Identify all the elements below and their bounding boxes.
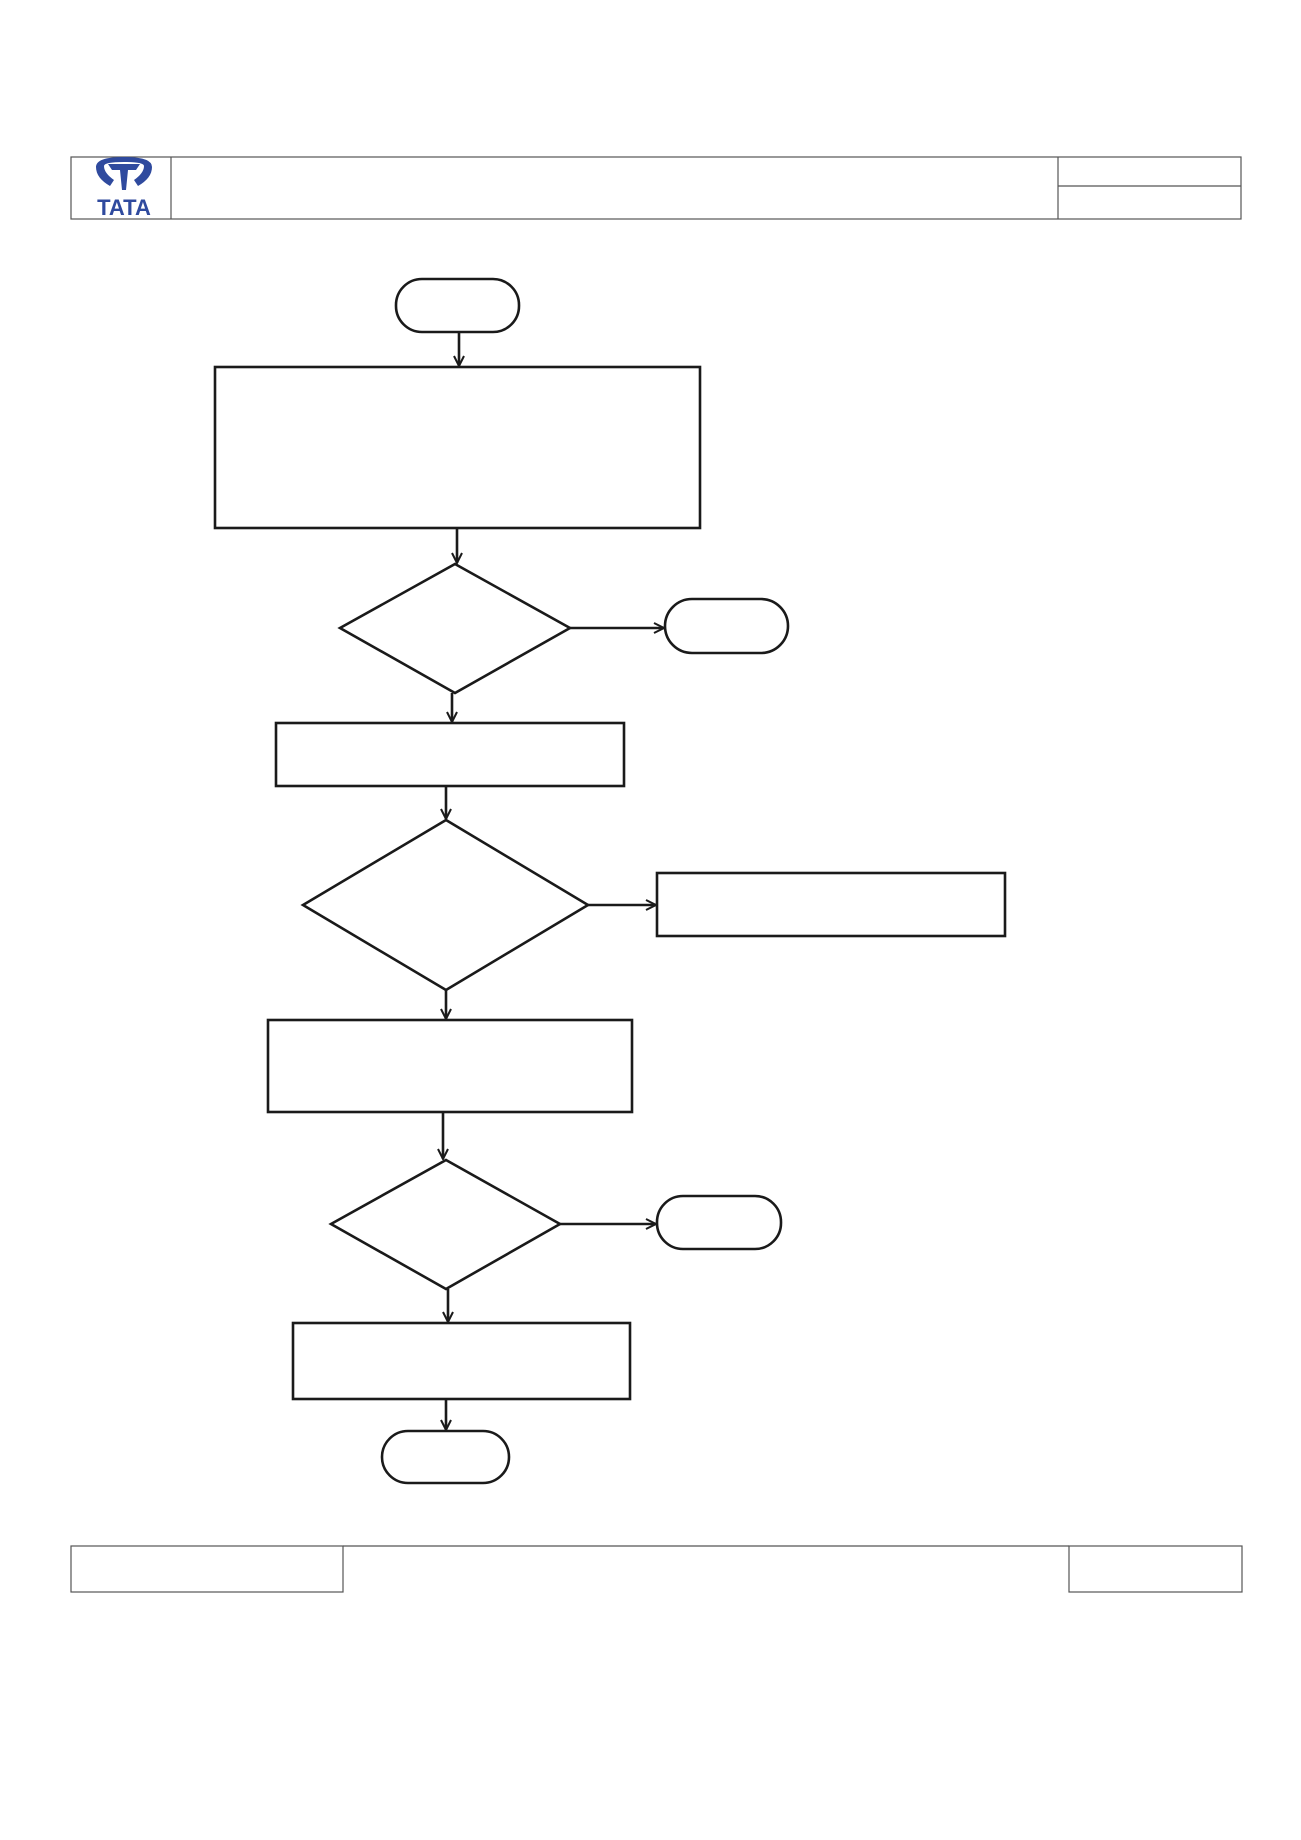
start-terminator: [394, 277, 521, 334]
process-box-4: [291, 1321, 632, 1401]
process-box-3: [266, 1018, 634, 1114]
process-box-2: [274, 721, 626, 788]
tata-logo: TATA: [96, 157, 152, 220]
tata-emblem-icon: [96, 157, 152, 190]
header-frame: [70, 156, 1242, 220]
end-terminator-final: [380, 1429, 511, 1485]
end-terminator-1: [663, 597, 790, 655]
decision-diamond-1: [337, 562, 573, 695]
decision-diamond-3: [328, 1158, 563, 1291]
header-block: TATA: [70, 156, 1242, 220]
footer-left-cell: [70, 1545, 344, 1593]
footer-block: [70, 1545, 1243, 1593]
flowchart: [213, 277, 1007, 1485]
process-box-side: [655, 871, 1007, 938]
tata-wordmark: TATA: [97, 195, 151, 220]
footer-right-cell: [1068, 1545, 1243, 1593]
end-terminator-2: [655, 1194, 783, 1251]
process-box-1: [213, 365, 702, 530]
decision-diamond-2: [300, 818, 591, 992]
